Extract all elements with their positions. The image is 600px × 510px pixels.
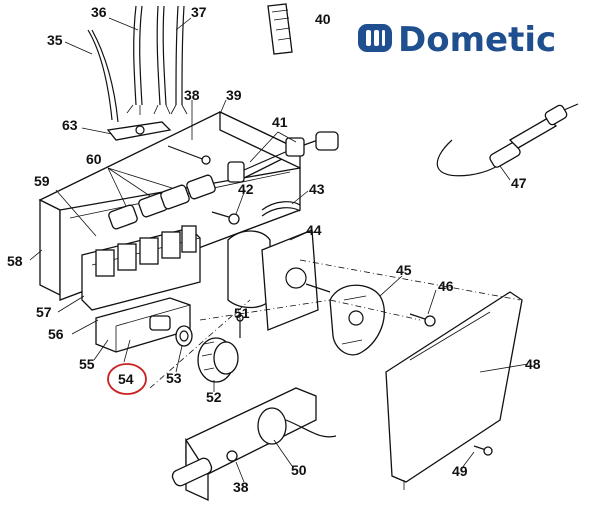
part-44-control-unit — [227, 229, 331, 331]
part-41-thermal-fuses — [227, 131, 339, 183]
part-45-cam-disc — [329, 284, 385, 356]
label-38-top: 38 — [184, 87, 200, 103]
label-59: 59 — [34, 173, 50, 189]
dometic-logo: Dometic — [358, 20, 556, 60]
label-37: 37 — [191, 4, 207, 20]
label-49: 49 — [452, 463, 468, 479]
label-51: 51 — [234, 305, 250, 321]
label-36: 36 — [91, 4, 107, 20]
label-47: 47 — [511, 175, 527, 191]
label-46: 46 — [438, 278, 454, 294]
leader-lines — [29, 17, 529, 483]
label-63: 63 — [62, 117, 78, 133]
label-41: 41 — [272, 114, 288, 130]
part-50-bracket-shaft — [171, 387, 337, 502]
part-63-bracket — [106, 121, 172, 141]
part-46-screw — [409, 313, 436, 327]
part-38-screw-top — [167, 145, 211, 165]
label-55: 55 — [79, 356, 95, 372]
assembly-axis-lines — [149, 259, 521, 389]
label-48: 48 — [525, 356, 541, 372]
part-38-screw-bottom — [226, 450, 238, 462]
part-49-screw — [473, 445, 493, 456]
highlight-ring-54 — [107, 363, 147, 395]
label-35: 35 — [47, 32, 63, 48]
brand-name: Dometic — [398, 20, 556, 60]
label-45: 45 — [396, 262, 412, 278]
label-38-bottom: 38 — [233, 479, 249, 495]
label-57: 57 — [36, 304, 52, 320]
part-60-connectors — [108, 174, 216, 230]
part-54-selector-switch — [95, 297, 191, 353]
part-53-washer — [175, 325, 193, 347]
wires-36-37 — [126, 5, 188, 115]
label-54: 54 — [118, 371, 134, 387]
label-60: 60 — [86, 151, 102, 167]
part-52-knob — [197, 337, 239, 383]
wire-harness-35 — [87, 29, 119, 123]
part-43-clip — [261, 201, 301, 217]
part-47-igniter — [436, 103, 579, 177]
label-39: 39 — [226, 87, 242, 103]
label-43: 43 — [309, 181, 325, 197]
label-53: 53 — [166, 370, 182, 386]
part-40-sleeve — [267, 3, 293, 55]
label-56: 56 — [48, 326, 64, 342]
part-48-cover-plate — [385, 291, 523, 490]
label-42: 42 — [238, 181, 254, 197]
label-44: 44 — [306, 222, 322, 238]
label-52: 52 — [206, 389, 222, 405]
relay-block — [81, 225, 201, 311]
label-50: 50 — [291, 462, 307, 478]
label-40: 40 — [315, 11, 331, 27]
part-labels: 36 37 40 35 38 39 63 41 60 59 42 43 47 4… — [7, 4, 541, 495]
part-42-screw — [211, 211, 240, 225]
label-58: 58 — [7, 253, 23, 269]
